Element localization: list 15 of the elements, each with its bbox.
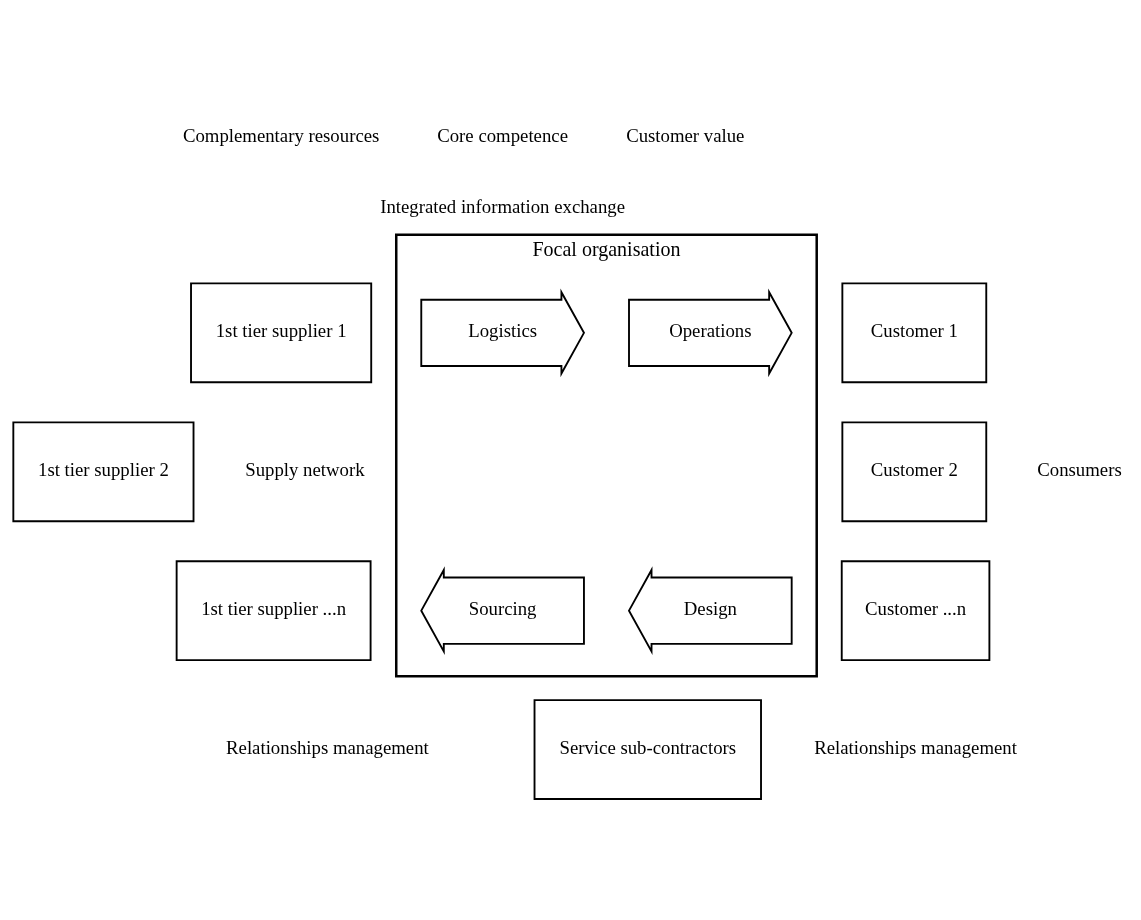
- node-box: 1st tier supplier ...n: [175, 559, 372, 661]
- node-box: Customer ...n: [840, 559, 991, 661]
- label: Supply network: [245, 458, 365, 480]
- node-box: Customer 1: [841, 282, 988, 383]
- node-box: Customer 2: [841, 420, 988, 522]
- label: Relationships management: [226, 736, 429, 758]
- node-box: 1st tier supplier 2: [12, 420, 195, 522]
- label: Integrated information exchange: [380, 195, 626, 217]
- label: Consumers: [1037, 458, 1122, 480]
- label: Relationships management: [814, 736, 1017, 758]
- label: Customer value: [626, 124, 745, 146]
- label: Core competence: [437, 124, 568, 146]
- label: Complementary resources: [182, 124, 380, 146]
- node-box: 1st tier supplier 1: [190, 282, 373, 383]
- node-box: Service sub-contractors: [533, 698, 762, 800]
